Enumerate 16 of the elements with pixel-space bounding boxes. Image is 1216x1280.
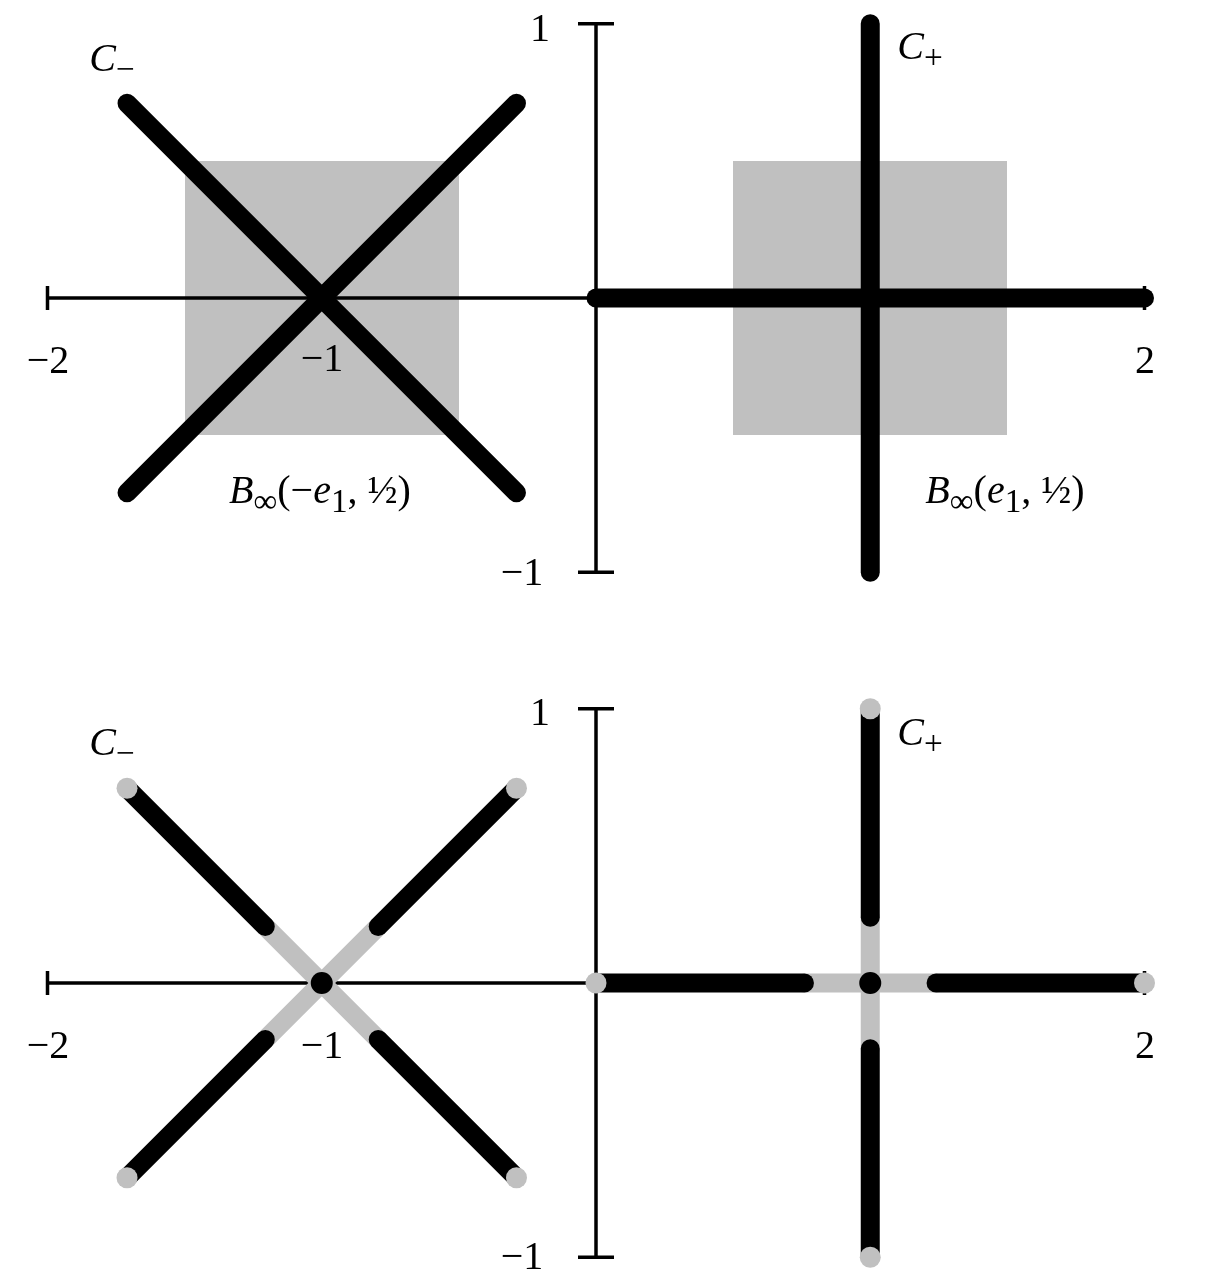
axis-label: C$_{−}$: [89, 38, 135, 86]
axis-label: C$_{+}$: [897, 712, 943, 760]
axis-label: C$_{−}$: [89, 722, 135, 770]
region-label: B$_{∞}$(e$_{1}$, ½): [925, 470, 1085, 518]
axis-label: 2: [1135, 1025, 1155, 1065]
axis-label: −1: [300, 338, 344, 378]
axis-label: −1: [300, 1025, 344, 1065]
axis-label: 1: [530, 8, 550, 48]
axis-label: −1: [500, 1236, 544, 1276]
axis-label: 2: [1135, 340, 1155, 380]
axis-label: 1: [530, 692, 550, 732]
region-label: B$_{∞}$(−e$_{1}$, ½): [229, 470, 411, 518]
axis-label: C$_{+}$: [897, 26, 943, 74]
axis-label: −2: [26, 340, 70, 380]
axis-label: −2: [26, 1025, 70, 1065]
axis-label: −1: [500, 552, 544, 592]
